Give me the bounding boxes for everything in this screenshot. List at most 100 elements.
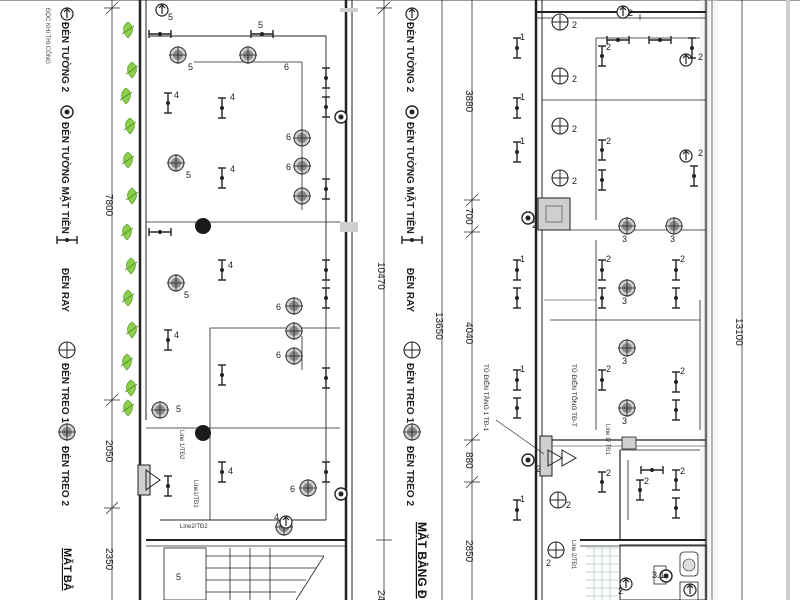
track-light-icon — [217, 167, 227, 189]
track-light-icon — [635, 479, 645, 501]
track-light-icon — [321, 67, 331, 89]
track-light-icon — [321, 96, 331, 118]
circuit-number: 2 — [680, 466, 685, 476]
dim-13100: 13100 — [733, 318, 744, 346]
track-light-icon — [321, 178, 331, 200]
circuit-number: 3.1 — [652, 570, 665, 580]
legend-left-item-5: ĐÈN TREO 2 — [59, 446, 72, 506]
legend-right-tuong2-icon — [405, 7, 419, 21]
dim-13650: 13650 — [433, 312, 444, 340]
circuit-number: 5 — [258, 20, 263, 30]
pendant-1-icon — [551, 67, 569, 85]
facade-plants — [119, 21, 139, 417]
legend-left-tuong-mt-icon — [60, 105, 74, 119]
track-light-icon — [671, 371, 681, 393]
circuit-number: 2 — [572, 176, 577, 186]
circuit-number: 1 — [520, 32, 525, 42]
legend-left-treo2-icon — [57, 422, 77, 442]
circuit-number: 2 — [536, 464, 541, 474]
circuit-number: 1 — [520, 92, 525, 102]
pendant-2-icon — [168, 45, 188, 65]
circuit-number: 4 — [228, 466, 233, 476]
distribution-panel-left — [137, 464, 151, 496]
circuit-number: 4 — [230, 164, 235, 174]
track-light-icon — [597, 169, 607, 191]
legend-left-title: MẶT BẰ — [61, 548, 74, 591]
left-plan-numbers: 5 5 4 6 6 6 4 4 5 4 5 6 6 4 5 6 5 4 4 5 — [168, 12, 295, 582]
circuit-number: 2 — [680, 254, 685, 264]
dim-left-2350: 2350 — [103, 548, 114, 571]
pendant-1-icon — [551, 169, 569, 187]
left-plan-walls — [138, 0, 358, 600]
pendant-2-icon — [150, 400, 170, 420]
circuit-number: 2 — [618, 586, 623, 596]
track-light-icon — [689, 165, 699, 187]
circuit-number: 1 — [520, 364, 525, 374]
distribution-panel-td1 — [539, 435, 553, 477]
wall-light-2-icon — [279, 515, 293, 529]
circuit-number: 3 — [622, 296, 627, 306]
track-light-icon — [148, 29, 172, 39]
track-light-icon — [217, 364, 227, 386]
track-light-icon — [163, 92, 173, 114]
circuit-number: 5 — [188, 62, 193, 72]
circuit-number: 2 — [606, 136, 611, 146]
bathroom-block — [619, 544, 707, 600]
track-light-icon — [217, 259, 227, 281]
track-light-icon — [671, 469, 681, 491]
pendant-1-icon — [551, 13, 569, 31]
circuit-number: 4 — [274, 512, 279, 522]
line-label: Line2/TĐ2 — [180, 524, 208, 530]
line-label: Line 2/TĐ1 — [570, 540, 576, 570]
circuit-number: 2 — [680, 366, 685, 376]
circuit-number: 2 — [546, 558, 551, 568]
legend-right-title: MẶT BẰNG Đ — [415, 522, 430, 599]
circuit-number: 6 — [286, 132, 291, 142]
track-light-icon — [671, 259, 681, 281]
dim-right-2850: 2850 — [463, 540, 474, 563]
dim-left-2050: 2050 — [103, 440, 114, 463]
track-light-icon — [163, 475, 173, 497]
circuit-number: 2 — [572, 74, 577, 84]
pendant-2-icon — [617, 398, 637, 418]
circuit-number: 3 — [670, 234, 675, 244]
column-marker — [195, 425, 211, 441]
pendant-2-icon — [617, 216, 637, 236]
legend-left-treo1-icon — [58, 341, 76, 359]
legend-right-tuong-mt-icon — [405, 105, 419, 119]
right-plan-walls — [534, 0, 718, 600]
circuit-number: 2 — [566, 500, 571, 510]
dim-middle-10470: 10470 — [375, 262, 386, 290]
circuit-number: 3 — [622, 416, 627, 426]
track-light-icon — [640, 465, 664, 475]
circuit-number: 4 — [228, 260, 233, 270]
circuit-number: 6 — [276, 350, 281, 360]
small-panel — [621, 436, 637, 450]
pendant-1-icon — [547, 541, 565, 559]
pendant-2-icon — [166, 273, 186, 293]
track-light-icon — [597, 471, 607, 493]
facade-wall-light-icon — [521, 453, 535, 467]
circuit-number: 2 — [606, 364, 611, 374]
circuit-number: 5 — [184, 290, 189, 300]
pendant-2-icon — [617, 278, 637, 298]
wall-light-2-icon — [683, 583, 697, 597]
right-plan-numbers: 2 2 2 2 2 1 1 1 1 1 1 2 2 2 2 2 2 2 2 3 … — [520, 8, 703, 596]
circuit-number: 2 — [572, 124, 577, 134]
pendant-2-icon — [617, 338, 637, 358]
circuit-number: 2 — [644, 476, 649, 486]
line-label: Line1/TĐ1 — [192, 480, 198, 508]
legend-right-item-5: ĐÈN TREO 2 — [404, 446, 417, 506]
track-light-icon — [671, 399, 681, 421]
track-light-icon — [597, 45, 607, 67]
legend-right-treo2-icon — [402, 422, 422, 442]
middle-dimension — [376, 0, 392, 600]
pendant-2-icon — [284, 321, 304, 341]
track-light-icon — [250, 29, 274, 39]
legend-left: ĐỌC KHI THI CÔNG ĐÈN TƯỜNG 2 ĐÈN TƯỜNG M… — [44, 7, 78, 591]
circuit-number: 2 — [606, 468, 611, 478]
legend-right: ĐÈN TƯỜNG 2 ĐÈN TƯỜNG MẶT TIỀN ĐÈN RAY Đ… — [401, 7, 430, 599]
circuit-number: 2 — [572, 20, 577, 30]
circuit-number: 2 — [606, 42, 611, 52]
